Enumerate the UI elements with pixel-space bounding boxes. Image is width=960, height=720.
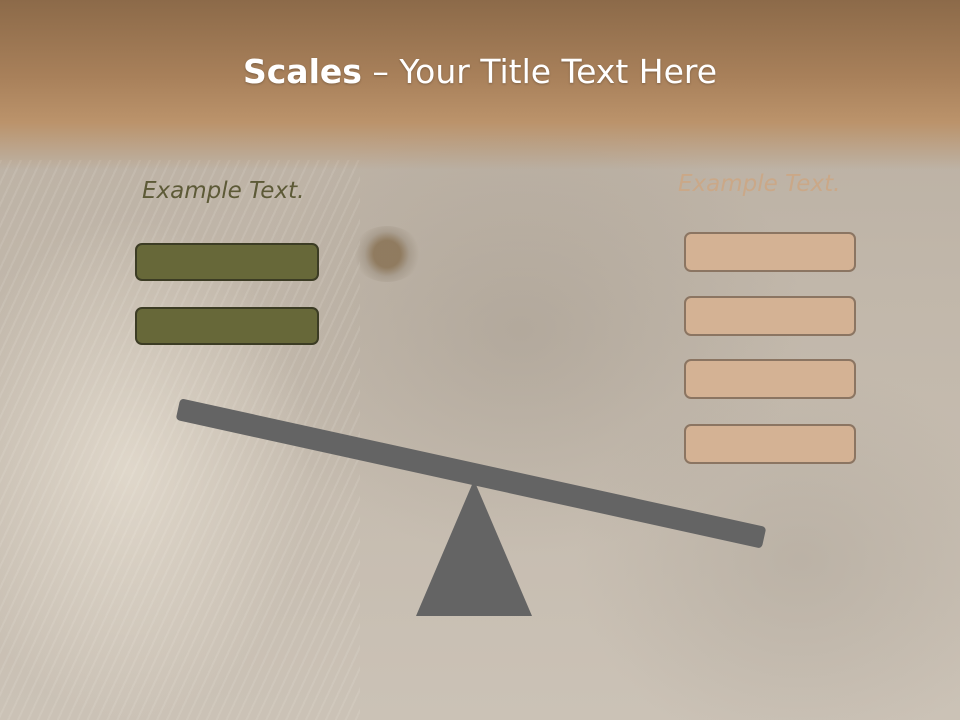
left-box-2 <box>135 307 319 345</box>
right-heading: Example Text. <box>678 171 841 197</box>
right-box-1 <box>684 232 856 272</box>
fulcrum-triangle-icon <box>416 480 532 616</box>
slide-title: Scales – Your Title Text Here <box>0 52 960 91</box>
lion-eye <box>352 226 422 282</box>
title-banner <box>0 0 960 170</box>
right-box-2 <box>684 296 856 336</box>
left-heading: Example Text. <box>142 178 305 204</box>
title-rest-part: – Your Title Text Here <box>361 52 718 91</box>
right-box-4 <box>684 424 856 464</box>
right-box-3 <box>684 359 856 399</box>
title-bold-part: Scales <box>242 52 362 91</box>
left-box-1 <box>135 243 319 281</box>
